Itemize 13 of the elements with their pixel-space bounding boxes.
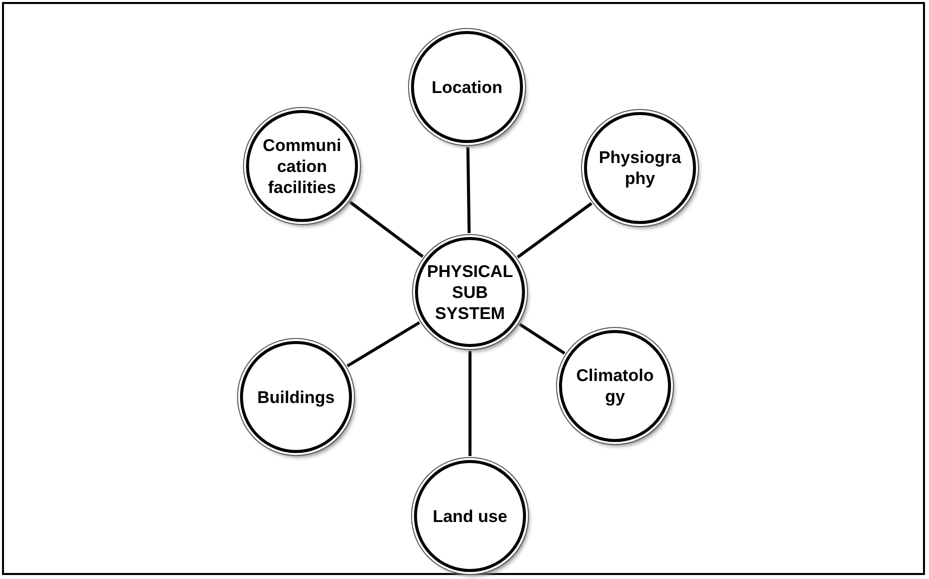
connector-line	[516, 202, 592, 258]
node-label: Communi cation facilities	[262, 134, 342, 198]
connector-line	[468, 351, 472, 456]
connector-line	[466, 146, 471, 234]
node-label: PHYSICAL SUB SYSTEM	[426, 260, 514, 324]
connector-line	[346, 321, 420, 368]
node-label: Buildings	[256, 386, 336, 408]
node-label: Physiogra phy	[598, 147, 682, 189]
connector-line	[518, 322, 566, 355]
node-label: Land use	[432, 506, 508, 526]
connector-line	[349, 200, 424, 258]
node-label: Location	[430, 76, 504, 98]
node-label: Climatolo gy	[575, 365, 655, 407]
